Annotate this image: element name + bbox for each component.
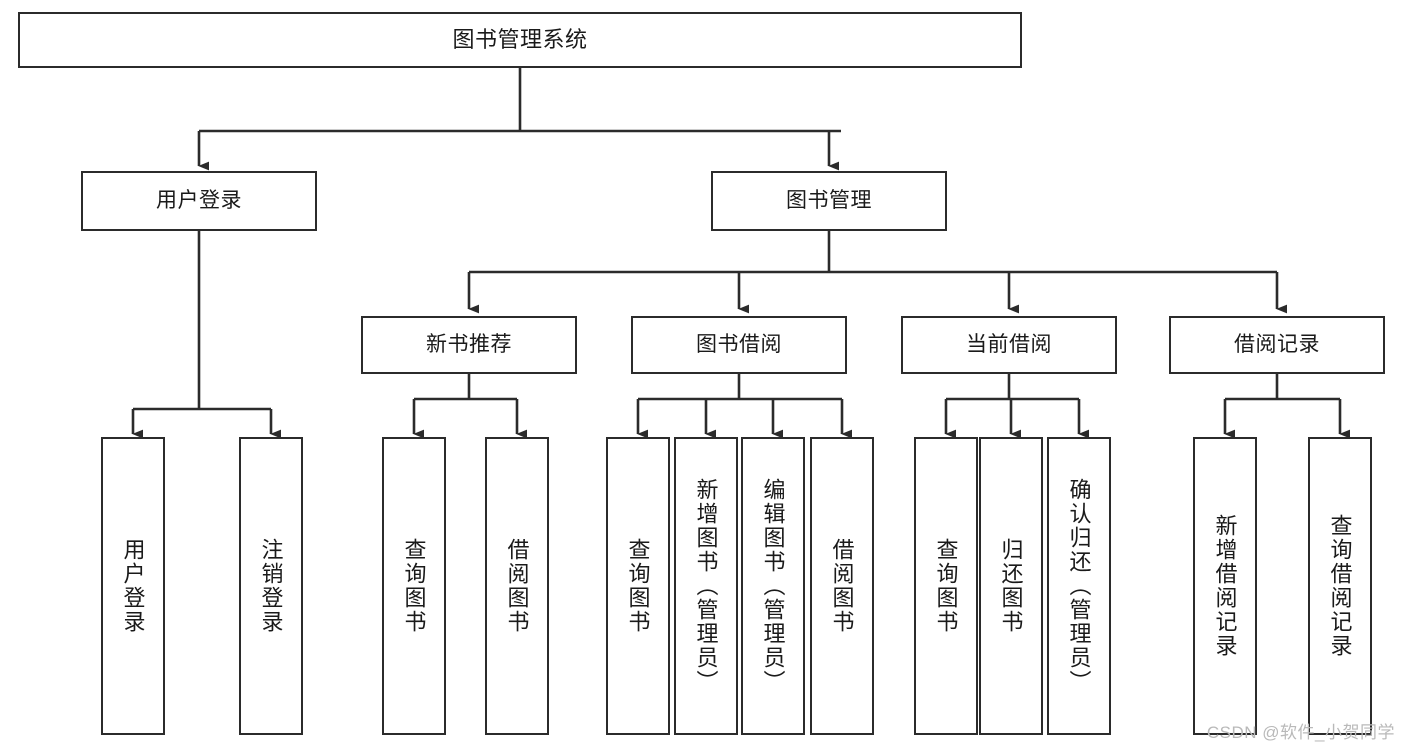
node-label: 借阅记录: [1234, 332, 1320, 356]
leaf-query-borrow-record[interactable]: 查询借阅记录: [1308, 437, 1372, 735]
node-label: 查询图书: [401, 538, 427, 634]
node-label: 用户登录: [156, 188, 242, 212]
node-label: 图书管理: [786, 188, 872, 212]
node-label: 当前借阅: [966, 332, 1052, 356]
leaf-add-borrow-record[interactable]: 新增借阅记录: [1193, 437, 1257, 735]
node-book-borrow[interactable]: 图书借阅: [631, 316, 847, 374]
node-label: 新书推荐: [426, 332, 512, 356]
leaf-borrow-book-recommend[interactable]: 借阅图书: [485, 437, 549, 735]
node-book-management[interactable]: 图书管理: [711, 171, 947, 231]
leaf-add-book-admin[interactable]: 新增图书（管理员）: [674, 437, 738, 735]
node-label: 新增借阅记录: [1212, 514, 1238, 658]
node-label: 确认归还（管理员）: [1066, 478, 1092, 694]
node-root-system[interactable]: 图书管理系统: [18, 12, 1022, 68]
watermark: CSDN @软件_小贺同学: [1206, 723, 1395, 742]
node-label: 编辑图书（管理员）: [760, 478, 786, 694]
leaf-borrow-book[interactable]: 借阅图书: [810, 437, 874, 735]
node-new-book-recommend[interactable]: 新书推荐: [361, 316, 577, 374]
node-label: 查询借阅记录: [1327, 514, 1353, 658]
node-label: 查询图书: [933, 538, 959, 634]
node-label: 注销登录: [258, 538, 284, 634]
node-label: 借阅图书: [829, 538, 855, 634]
leaf-query-book-current[interactable]: 查询图书: [914, 437, 978, 735]
node-label: 图书借阅: [696, 332, 782, 356]
leaf-user-login[interactable]: 用户登录: [101, 437, 165, 735]
leaf-return-book[interactable]: 归还图书: [979, 437, 1043, 735]
leaf-edit-book-admin[interactable]: 编辑图书（管理员）: [741, 437, 805, 735]
node-label: 用户登录: [120, 538, 146, 634]
node-label: 归还图书: [998, 538, 1024, 634]
leaf-confirm-return-admin[interactable]: 确认归还（管理员）: [1047, 437, 1111, 735]
node-borrow-record[interactable]: 借阅记录: [1169, 316, 1385, 374]
node-user-login[interactable]: 用户登录: [81, 171, 317, 231]
node-label: 查询图书: [625, 538, 651, 634]
node-label: 借阅图书: [504, 538, 530, 634]
leaf-query-book-borrow[interactable]: 查询图书: [606, 437, 670, 735]
node-current-borrow[interactable]: 当前借阅: [901, 316, 1117, 374]
node-label: 图书管理系统: [452, 27, 588, 53]
node-label: 新增图书（管理员）: [693, 478, 719, 694]
leaf-query-book-recommend[interactable]: 查询图书: [382, 437, 446, 735]
leaf-logout[interactable]: 注销登录: [239, 437, 303, 735]
